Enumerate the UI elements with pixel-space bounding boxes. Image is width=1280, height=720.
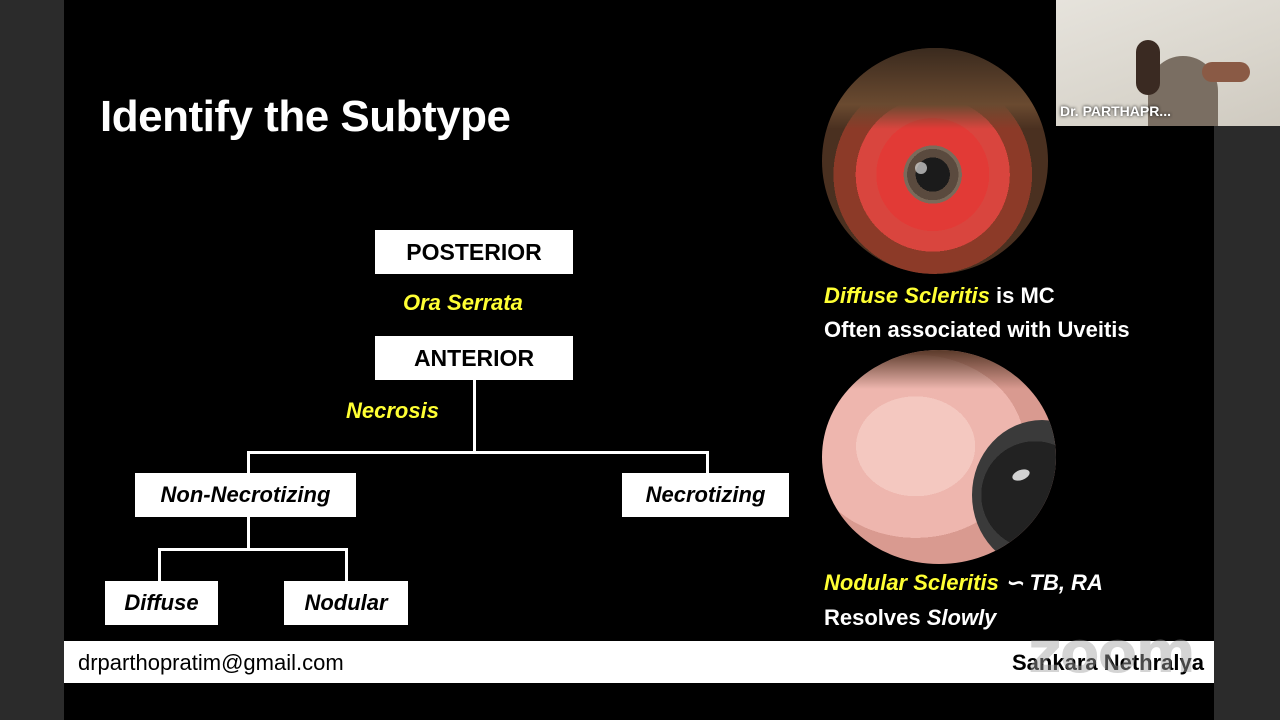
nodular-caption-suffix: ∽ TB, RA xyxy=(998,570,1103,595)
connector-left-drop xyxy=(247,451,250,473)
footer-org: Sankara Nethralya xyxy=(1012,650,1204,675)
frame-right-bar xyxy=(1214,126,1280,720)
diffuse-caption-line2: Often associated with Uveitis xyxy=(824,317,1130,342)
participant-name: Dr. PARTHAPR... xyxy=(1060,103,1171,119)
diffuse-caption-suffix: is MC xyxy=(989,283,1055,308)
slide-title: Identify the Subtype xyxy=(100,92,511,141)
connector-vertical xyxy=(473,380,476,452)
nodular-box: Nodular xyxy=(284,581,408,625)
necrosis-label: Necrosis xyxy=(346,398,439,423)
connector-sub-right xyxy=(345,548,348,581)
participant-silhouette xyxy=(1136,40,1160,95)
participant-hand xyxy=(1202,62,1250,82)
anterior-box: ANTERIOR xyxy=(375,336,573,380)
ora-serrata-label: Ora Serrata xyxy=(403,290,523,315)
eye-photo-diffuse xyxy=(822,48,1048,274)
posterior-box: POSTERIOR xyxy=(375,230,573,274)
connector-sub-left xyxy=(158,548,161,581)
diffuse-box: Diffuse xyxy=(105,581,218,625)
presentation-slide: Identify the Subtype POSTERIOR Ora Serra… xyxy=(64,0,1214,720)
participant-video[interactable]: Dr. PARTHAPR... xyxy=(1056,0,1280,126)
zoom-watermark: zoom xyxy=(1028,618,1196,686)
connector-horizontal xyxy=(247,451,709,454)
connector-sub-horizontal xyxy=(158,548,348,551)
necrotizing-box: Necrotizing xyxy=(622,473,789,517)
nodular-caption-prefix: Resolves xyxy=(824,605,927,630)
nodular-caption-line2: Resolves Slowly xyxy=(824,605,996,631)
footer-email: drparthopratim@gmail.com xyxy=(78,650,344,675)
connector-right-drop xyxy=(706,451,709,473)
slide-footer: drparthopratim@gmail.com Sankara Nethral… xyxy=(64,641,1214,683)
diffuse-caption-highlight: Diffuse Scleritis xyxy=(824,283,990,308)
nodular-caption-highlight: Nodular Scleritis xyxy=(824,570,999,595)
nodular-caption-line1: Nodular Scleritis ∽ TB, RA xyxy=(824,570,1103,596)
eye-photo-nodular xyxy=(822,350,1056,564)
nodular-caption-emph: Slowly xyxy=(926,605,997,630)
diffuse-caption-line1: Diffuse Scleritis is MC xyxy=(824,283,1055,309)
connector-sub-vertical xyxy=(247,517,250,550)
non-necrotizing-box: Non-Necrotizing xyxy=(135,473,356,517)
